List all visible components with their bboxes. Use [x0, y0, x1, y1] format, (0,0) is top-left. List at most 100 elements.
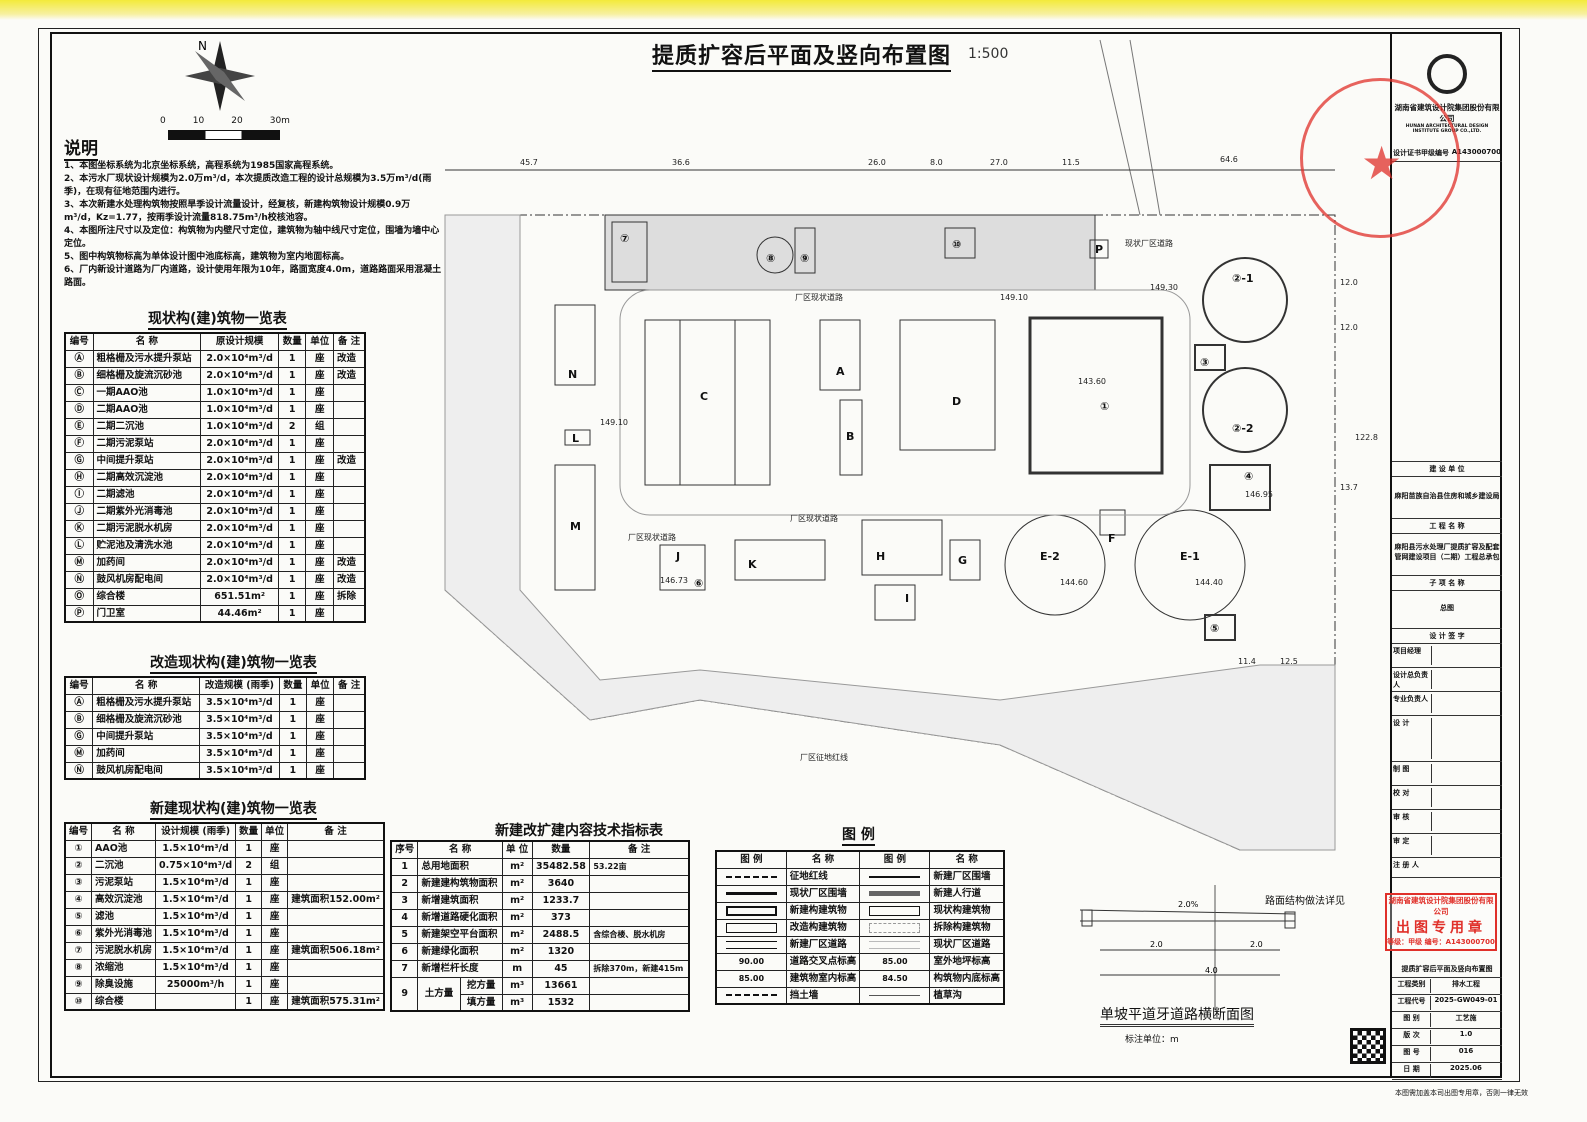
meta-label: 工程类别: [1393, 979, 1431, 993]
legend-label: 现状厂区道路: [929, 935, 1005, 954]
note: 2、本污水厂现状设计规模为2.0万m³/d，本次提质改造工程的设计总规模为3.5…: [64, 174, 432, 197]
signature-icon: [1431, 670, 1501, 689]
table-cell: ⑧: [64, 958, 93, 977]
cert-number: A143000700: [1451, 148, 1501, 156]
star-icon: ★: [1361, 136, 1403, 190]
drawing-title-block: 提质扩容后平面及竖向布置图: [1392, 878, 1502, 978]
label-A: A: [836, 365, 845, 378]
legend-label: 新建厂区围墙: [929, 867, 1005, 886]
table-cell: [589, 942, 690, 961]
table-cell: 紫外光消毒池: [91, 924, 157, 943]
signature-row: 制 图: [1392, 762, 1502, 786]
structure-B: [839, 399, 863, 476]
table-cell: 1.5×10⁴m³/d: [155, 924, 237, 943]
signature-row: 校 对: [1392, 786, 1502, 810]
table-cell: 挖方量: [459, 976, 503, 995]
dimension: 11.4: [1238, 657, 1256, 666]
elevation: 144.40: [1195, 578, 1223, 587]
header-row: 编号名 称原设计规模数量单位备 注: [64, 332, 366, 351]
table-cell: 新增栏杆长度: [417, 959, 503, 978]
client: 麻阳苗族自治县住房和城乡建设局: [1392, 477, 1502, 519]
north-arrow-icon: N: [185, 39, 255, 111]
note: 1、本图坐标系统为北京坐标系统，高程系统为1985国家高程系统。: [64, 161, 339, 171]
note: 6、厂内新设计道路为厂内道路，设计使用年限为10年，路面宽度4.0m，道路路面采…: [64, 265, 442, 288]
table-cell: 新增道路硬化面积: [417, 908, 503, 927]
label-1: ①: [1100, 400, 1109, 413]
table-cell: [287, 975, 385, 994]
tick: 30m: [269, 116, 290, 126]
tick: 20: [231, 116, 243, 126]
tick: 10: [192, 116, 205, 126]
legend-label: 现状厂区围墙: [785, 884, 861, 903]
legend-symbol: [859, 935, 931, 954]
meta-value: 2025-GW049-01: [1434, 996, 1498, 1004]
dimension: 8.0: [930, 158, 943, 167]
table-cell: 建筑面积506.18m²: [287, 941, 385, 960]
legend-symbol: [859, 901, 931, 920]
north-label: N: [198, 39, 207, 53]
title-block: 湖南省建筑设计院集团股份有限公司 HUNAN ARCHITECTURAL DES…: [1390, 32, 1502, 1080]
meta-label: 工程代号: [1393, 996, 1431, 1010]
legend-label: 新建构建筑物: [785, 901, 861, 920]
dimension: 12.0: [1340, 323, 1358, 332]
table-cell: m²: [501, 874, 533, 893]
role-label: 制 图: [1393, 765, 1410, 773]
table-cell: 25000m³/h: [155, 975, 237, 994]
table-cell: ⑤: [64, 907, 93, 926]
table-cell: 总用地面积: [417, 857, 503, 876]
legend-line-icon: [869, 875, 921, 878]
road-label: 厂区现状道路: [628, 532, 676, 542]
table-cell: 1: [235, 975, 263, 994]
legend-symbol: [859, 918, 931, 937]
meta-label: 日 期: [1393, 1064, 1431, 1078]
elevation: 144.60: [1060, 578, 1088, 587]
elevation-sample: 85.00: [738, 974, 765, 983]
table-cell: 1.5×10⁴m³/d: [155, 873, 237, 892]
legend-label: 改造构建筑物: [785, 918, 861, 937]
company-logo-icon: [1427, 54, 1467, 94]
legend-line-icon: [869, 994, 921, 996]
signature-icon: [1431, 812, 1501, 831]
dimension: 12.0: [1340, 278, 1358, 287]
table-cell: 新增建筑面积: [417, 891, 503, 910]
role-label: 项目经理: [1393, 647, 1421, 655]
drawing-scale: 1:500: [968, 46, 1009, 62]
table-cell: Ⓕ: [64, 434, 94, 453]
signature-icon: [1431, 836, 1501, 855]
table-cell: 座: [305, 519, 334, 538]
table-cell: 座: [305, 693, 335, 712]
meta-label: 图 号: [1393, 1047, 1431, 1061]
label-I: I: [905, 592, 909, 605]
table-cell: m²: [501, 857, 533, 876]
notes-heading: 说明: [64, 134, 98, 161]
legend-symbol: 85.00: [715, 969, 787, 988]
table-cell: 1.5×10⁴m³/d: [155, 907, 237, 926]
table-cell: ⑨: [64, 975, 93, 994]
table-cell: 1: [235, 907, 263, 926]
role-label: 设计总负责人: [1393, 671, 1428, 689]
structure-P: [1089, 239, 1109, 259]
legend-label: 建筑物室内标高: [785, 969, 861, 988]
label-E2: E-2: [1040, 550, 1060, 563]
note: 3、本次新建水处理构筑物按照旱季设计流量设计，经复核，新建构筑物设计规模0.9万…: [64, 200, 411, 223]
sub-item: 总图: [1392, 591, 1502, 629]
table-cell: 1320: [531, 942, 591, 961]
structure-H: [861, 519, 943, 576]
legend-row: 改造构建筑物拆除构建筑物: [715, 918, 1005, 937]
structure-G: [949, 539, 981, 581]
label-P: P: [1095, 243, 1103, 256]
table-cell: 滤池: [91, 907, 157, 926]
meta-row: 图 别工艺施: [1392, 1012, 1502, 1029]
table-cell: [333, 761, 366, 780]
table-cell: m: [501, 959, 533, 978]
legend-label: 新建厂区道路: [785, 935, 861, 954]
road-label: 厂区征地红线: [800, 752, 848, 762]
table-cell: 建筑面积575.31m²: [287, 992, 385, 1011]
